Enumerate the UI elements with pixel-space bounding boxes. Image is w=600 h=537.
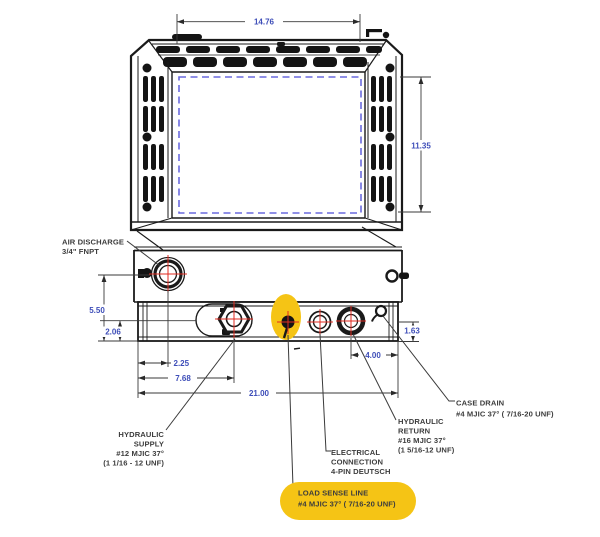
- top-edge-hardware: [172, 29, 390, 46]
- callout-hydraulic-supply: HYDRAULIC SUPPLY #12 MJIC 37° (1 1/16 - …: [103, 430, 164, 468]
- callout-line: (1 5/16-12 UNF): [398, 446, 455, 455]
- dim-port-height: 2.06: [99, 320, 196, 341]
- callout-line: AIR DISCHARGE: [62, 238, 124, 247]
- port-panel: [137, 294, 399, 350]
- dim-text: 11.35: [411, 142, 431, 151]
- load-sense-highlight-pill: [280, 482, 416, 520]
- leader-air-discharge: [126, 240, 161, 267]
- tick-mark: [293, 347, 301, 350]
- dim-air-discharge-offset: 2.25: [137, 291, 190, 398]
- dim-text: 1.63: [404, 327, 420, 336]
- case-drain-port: [371, 304, 388, 322]
- dim-text: 21.00: [249, 389, 270, 398]
- callout-line: HYDRAULIC: [398, 417, 444, 426]
- dim-case-drain-offset: 1.63: [398, 321, 425, 342]
- bolt: [142, 268, 152, 278]
- hydraulic-return-port: [336, 306, 366, 336]
- electrical-connector-port: [307, 309, 333, 335]
- callout-line: SUPPLY: [134, 440, 164, 449]
- bolt: [385, 132, 395, 142]
- bolt: [385, 202, 395, 212]
- dim-text: 4.00: [365, 351, 381, 360]
- callout-line: CONNECTION: [331, 458, 383, 467]
- hydraulic-supply-port: [215, 301, 253, 338]
- dimensions: 14.76 11.35 5.50: [84, 14, 436, 399]
- load-sense-port: [277, 311, 299, 339]
- dim-core-height: 11.35: [398, 76, 436, 213]
- leader-hydraulic-return: [352, 333, 397, 421]
- leader-case-drain: [382, 315, 455, 402]
- right-side-fitting: [385, 269, 409, 283]
- front-face-frame: [131, 71, 402, 223]
- dim-supply-offset: 7.68: [138, 338, 235, 384]
- dim-text: 2.06: [105, 328, 121, 337]
- bolt: [142, 202, 152, 212]
- callout-line: #16 MJIC 37°: [398, 436, 446, 445]
- dim-text: 14.76: [254, 18, 275, 27]
- dim-overall-width: 21.00: [138, 341, 399, 399]
- leader-load-sense: [287, 334, 298, 490]
- callout-line: 3/4" FNPT: [62, 247, 99, 256]
- callout-electrical-connection: ELECTRICAL CONNECTION 4-PIN DEUTSCH: [331, 448, 391, 476]
- callout-line: (1 1/16 - 12 UNF): [103, 459, 164, 468]
- dim-top-width: 14.76: [176, 14, 361, 44]
- callout-line: LOAD SENSE LINE: [298, 489, 368, 498]
- bolt: [142, 63, 152, 73]
- callout-case-drain: CASE DRAIN #4 MJIC 37° ( 7/16-20 UNF): [456, 399, 554, 419]
- cooler-assembly: [129, 29, 404, 232]
- leader-electrical: [319, 333, 331, 452]
- leader-hydraulic-supply: [165, 338, 236, 431]
- air-discharge-port: [138, 255, 187, 293]
- callout-load-sense-line: LOAD SENSE LINE #4 MJIC 37° ( 7/16-20 UN…: [280, 482, 416, 520]
- callout-line: CASE DRAIN: [456, 399, 504, 408]
- callout-line: RETURN: [398, 427, 430, 436]
- callout-line: #4 MJIC 37° ( 7/16-20 UNF): [456, 410, 554, 419]
- reservoir-body: [133, 250, 409, 303]
- callout-line: #4 MJIC 37° ( 7/16-20 UNF): [298, 500, 396, 509]
- bolt: [142, 132, 152, 142]
- dim-return-offset: 4.00: [350, 338, 398, 361]
- dim-text: 7.68: [175, 374, 191, 383]
- callout-line: 4-PIN DEUTSCH: [331, 467, 391, 476]
- callout-air-discharge: AIR DISCHARGE 3/4" FNPT: [62, 238, 124, 257]
- louver-slots-top-row1: [156, 46, 382, 53]
- callout-line: HYDRAULIC: [118, 430, 164, 439]
- dim-text: 5.50: [89, 306, 105, 315]
- callouts: AIR DISCHARGE 3/4" FNPT HYDRAULIC SUPPLY…: [62, 238, 554, 520]
- bolt: [385, 63, 395, 73]
- right-louver-panel: [367, 56, 397, 222]
- fan-core-dashed-outline: [178, 76, 362, 214]
- callout-hydraulic-return: HYDRAULIC RETURN #16 MJIC 37° (1 5/16-12…: [398, 417, 455, 455]
- louver-slots-top-row2: [163, 57, 367, 67]
- shroud-transition: [134, 226, 402, 252]
- callout-line: #12 MJIC 37°: [116, 449, 164, 458]
- top-louver-panel: [152, 43, 384, 67]
- left-louver-panel: [137, 56, 169, 222]
- callout-line: ELECTRICAL: [331, 448, 380, 457]
- dim-text: 2.25: [174, 359, 190, 368]
